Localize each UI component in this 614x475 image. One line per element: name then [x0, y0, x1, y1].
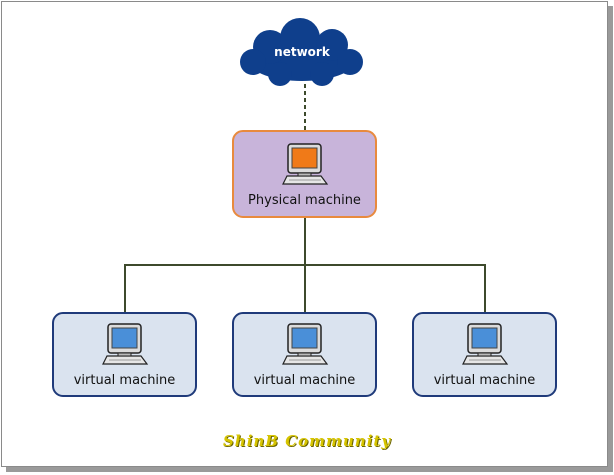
computer-icon: [461, 322, 509, 370]
computer-icon: [281, 322, 329, 370]
virtual-machine-node-3: virtual machine: [412, 312, 557, 397]
physical-machine-node: Physical machine: [232, 130, 377, 218]
network-cloud-icon: [240, 18, 363, 86]
footer-watermark: ShinB Community: [222, 432, 392, 450]
frame-shadow-right: [608, 6, 613, 470]
virtual-machine-node-1: virtual machine: [52, 312, 197, 397]
physical-machine-label: Physical machine: [248, 193, 361, 208]
network-label: network: [274, 45, 330, 59]
virtual-machine-label: virtual machine: [73, 373, 176, 388]
virtual-machine-label: virtual machine: [433, 373, 536, 388]
computer-icon: [101, 322, 149, 370]
virtual-machine-node-2: virtual machine: [232, 312, 377, 397]
computer-icon: [281, 142, 329, 190]
virtual-machine-label: virtual machine: [253, 373, 356, 388]
frame-shadow-bottom: [6, 467, 613, 472]
